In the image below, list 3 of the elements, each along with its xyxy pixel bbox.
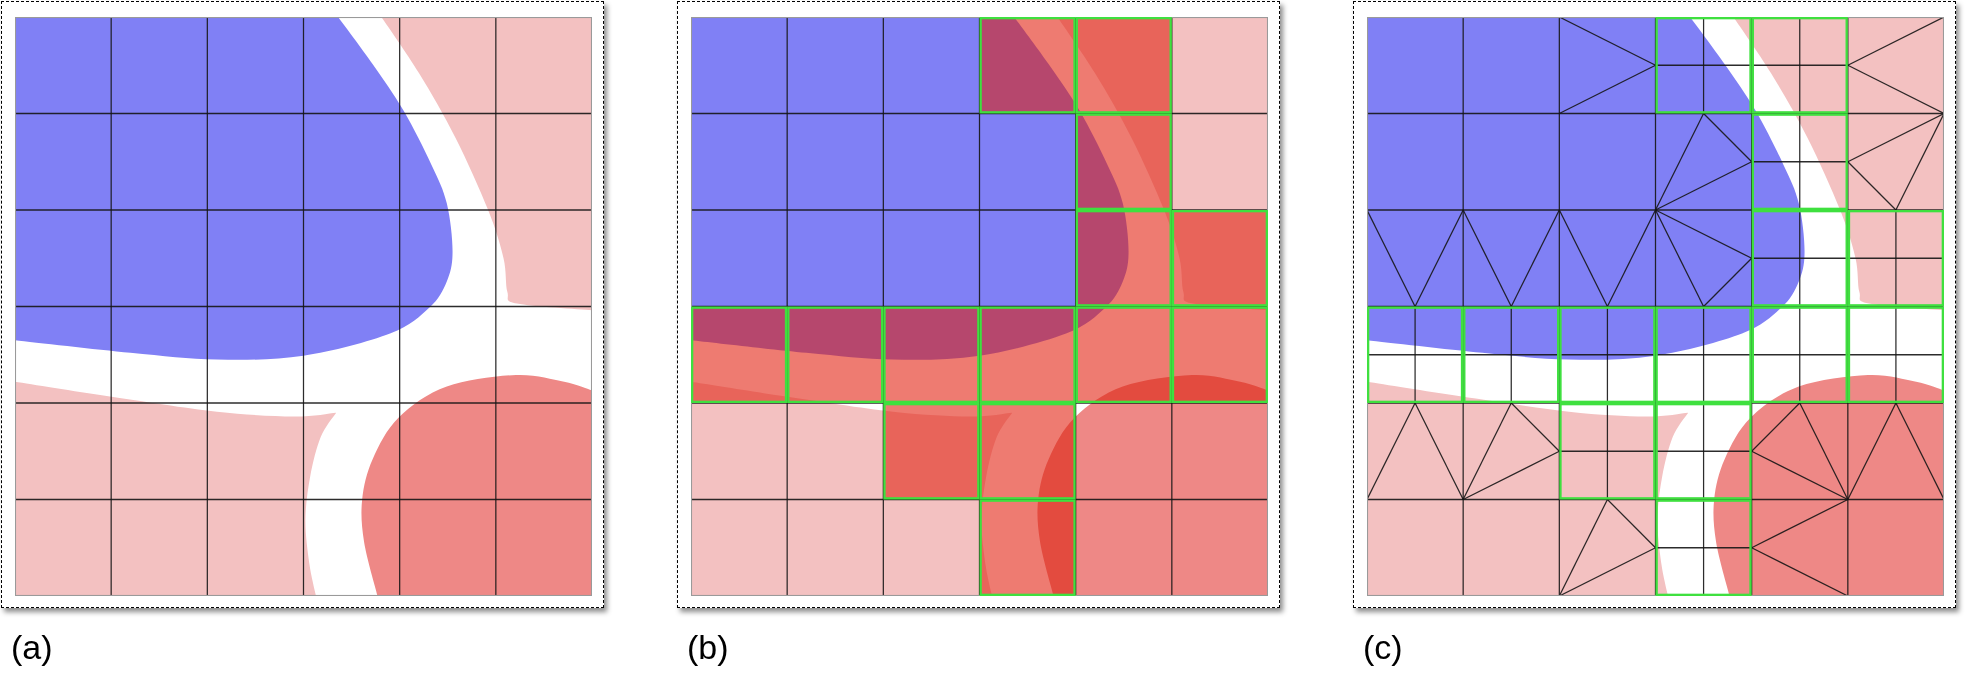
panel-label: (b) — [687, 628, 729, 666]
panel-label: (a) — [11, 628, 53, 666]
panel-label: (c) — [1363, 628, 1403, 666]
